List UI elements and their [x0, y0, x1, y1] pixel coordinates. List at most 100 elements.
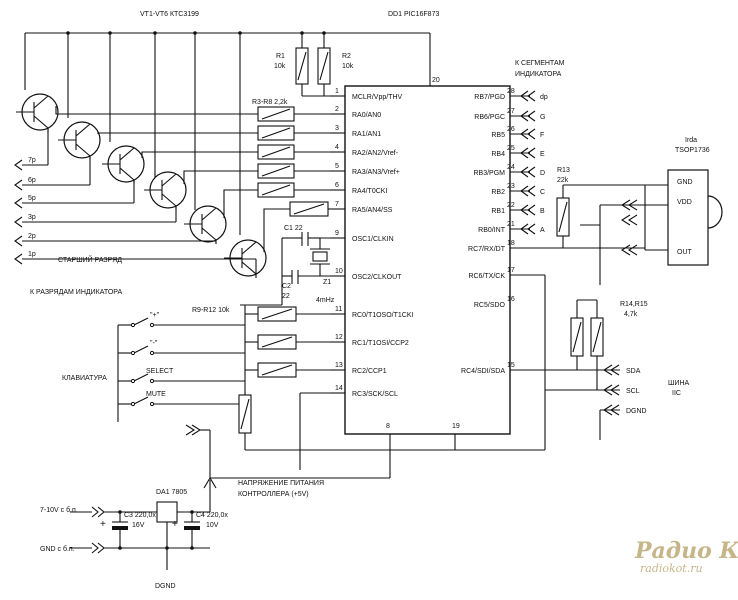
keyboard-chevron-link	[117, 392, 330, 478]
transistors-label: VT1-VT6 КТС3199	[140, 11, 199, 18]
mcu-label: DD1 PIC16F873	[388, 11, 439, 18]
irda-pin-vdd: VDD	[677, 199, 692, 206]
pin-20-number: 20	[432, 77, 440, 84]
pin-name: RC0/T1OSO/T1CKI	[352, 312, 414, 319]
pin-number: 9	[335, 230, 339, 237]
irda-label-1: Irda	[685, 137, 697, 144]
r14-r15-value: 4,7k	[624, 311, 638, 318]
svg-text:+: +	[172, 519, 178, 530]
digit-label: 3р	[28, 214, 36, 221]
dgnd-label: DGND	[155, 583, 176, 590]
digit-output-2: 6р	[14, 156, 91, 191]
c2-label: C2	[282, 283, 291, 290]
pin-name: RC1/T1OSI/CCP2	[352, 340, 409, 347]
key-label: "+"	[150, 312, 160, 319]
digit-label: 1р	[28, 251, 36, 258]
segment-tag: dp	[540, 94, 548, 101]
pin-number: 5	[335, 163, 339, 170]
pin-number: 16	[507, 296, 515, 303]
resistor-r11	[245, 362, 330, 378]
keyboard-ground-resistor	[238, 305, 252, 450]
mcu-left-pins: 1MCLR/Vpp/THV2RA0/AN03RA1/AN14RA2/AN2/Vr…	[330, 88, 414, 398]
pin-number: 1	[335, 88, 339, 95]
resistor-r5	[257, 144, 330, 160]
key-select[interactable]: SELECT	[118, 368, 245, 384]
segments-label-2: ИНДИКАТОРА	[515, 71, 562, 78]
segment-tag: B	[540, 208, 545, 215]
z1-label: Z1	[323, 279, 331, 286]
keyboard-block: "+" "-" SELECT MUTE	[117, 306, 330, 478]
c3-voltage: 16V	[132, 522, 145, 529]
r13-label: R13	[557, 167, 570, 174]
segment-tag: A	[540, 227, 545, 234]
pin-number: 11	[335, 306, 342, 313]
resistor-bank-r3-r8	[257, 106, 330, 217]
digit-output-5: 2р	[14, 233, 217, 247]
pin-name: RB7/PGD	[474, 94, 505, 101]
resistor-r6	[257, 163, 330, 179]
transistor-vt1	[16, 93, 258, 132]
supply-label-1: НАПРЯЖЕНИЕ ПИТАНИЯ	[238, 480, 324, 487]
segment-tag: C	[540, 189, 545, 196]
transistor-vt3	[102, 145, 258, 184]
segment-tag: F	[540, 132, 544, 139]
irda-label-2: TSOP1736	[675, 147, 710, 154]
vin-label: 7-10V с б.п.	[40, 506, 78, 514]
r3-r8-label: R3-R8 2,2k	[252, 99, 288, 106]
segment-tag: G	[540, 114, 545, 121]
resistor-r2	[317, 47, 331, 96]
key-label: "-"	[150, 340, 158, 347]
pin-number: 18	[507, 240, 515, 247]
key-label: MUTE	[146, 391, 166, 398]
digit-output-6: 1р	[14, 251, 257, 274]
resistors-r14-r15	[570, 299, 604, 390]
resistor-r3	[257, 106, 330, 122]
resistor-r4	[257, 125, 330, 141]
iic-dgnd-label: DGND	[626, 408, 647, 415]
transistor-vt6	[224, 208, 290, 278]
r1-value: 10k	[274, 63, 286, 70]
pin-number: 6	[335, 182, 339, 189]
transistor-vt4	[144, 170, 258, 210]
r9-r12-label: R9-R12 10k	[192, 307, 230, 314]
iic-bus-label-2: IIC	[672, 390, 681, 397]
to-digits-label: К РАЗРЯДАМ ИНДИКАТОРА	[30, 289, 122, 296]
pin-number: 27	[507, 108, 515, 115]
pin-number: 4	[335, 144, 339, 151]
key-minus[interactable]: "-"	[118, 340, 245, 356]
pin-name: RA0/AN0	[352, 112, 381, 119]
pin-number: 22	[507, 202, 515, 209]
pin-number: 25	[507, 145, 515, 152]
r1-label: R1	[276, 53, 285, 60]
pin-name: RB4	[491, 151, 505, 158]
key-plus[interactable]: "+"	[118, 312, 245, 328]
resistor-ra5	[289, 201, 330, 217]
r14-r15-label: R14,R15	[620, 301, 648, 308]
pin-name: OSC1/CLKIN	[352, 236, 394, 243]
pin-number: 26	[507, 126, 515, 133]
pin-name: RB1	[491, 208, 505, 215]
keyboard-label: КЛАВИАТУРА	[62, 375, 107, 382]
mcu-pic16f873	[344, 85, 511, 435]
resistor-r10	[245, 334, 330, 350]
capacitor-c2	[282, 270, 320, 284]
c1-label: C1 22	[284, 225, 303, 232]
digit-output-1: 7р	[14, 128, 49, 171]
r2-value: 10k	[342, 63, 354, 70]
pin-number: 10	[335, 268, 343, 275]
key-mute[interactable]: MUTE	[118, 391, 245, 407]
gnd-in-label: GND с б.п.	[40, 545, 75, 553]
